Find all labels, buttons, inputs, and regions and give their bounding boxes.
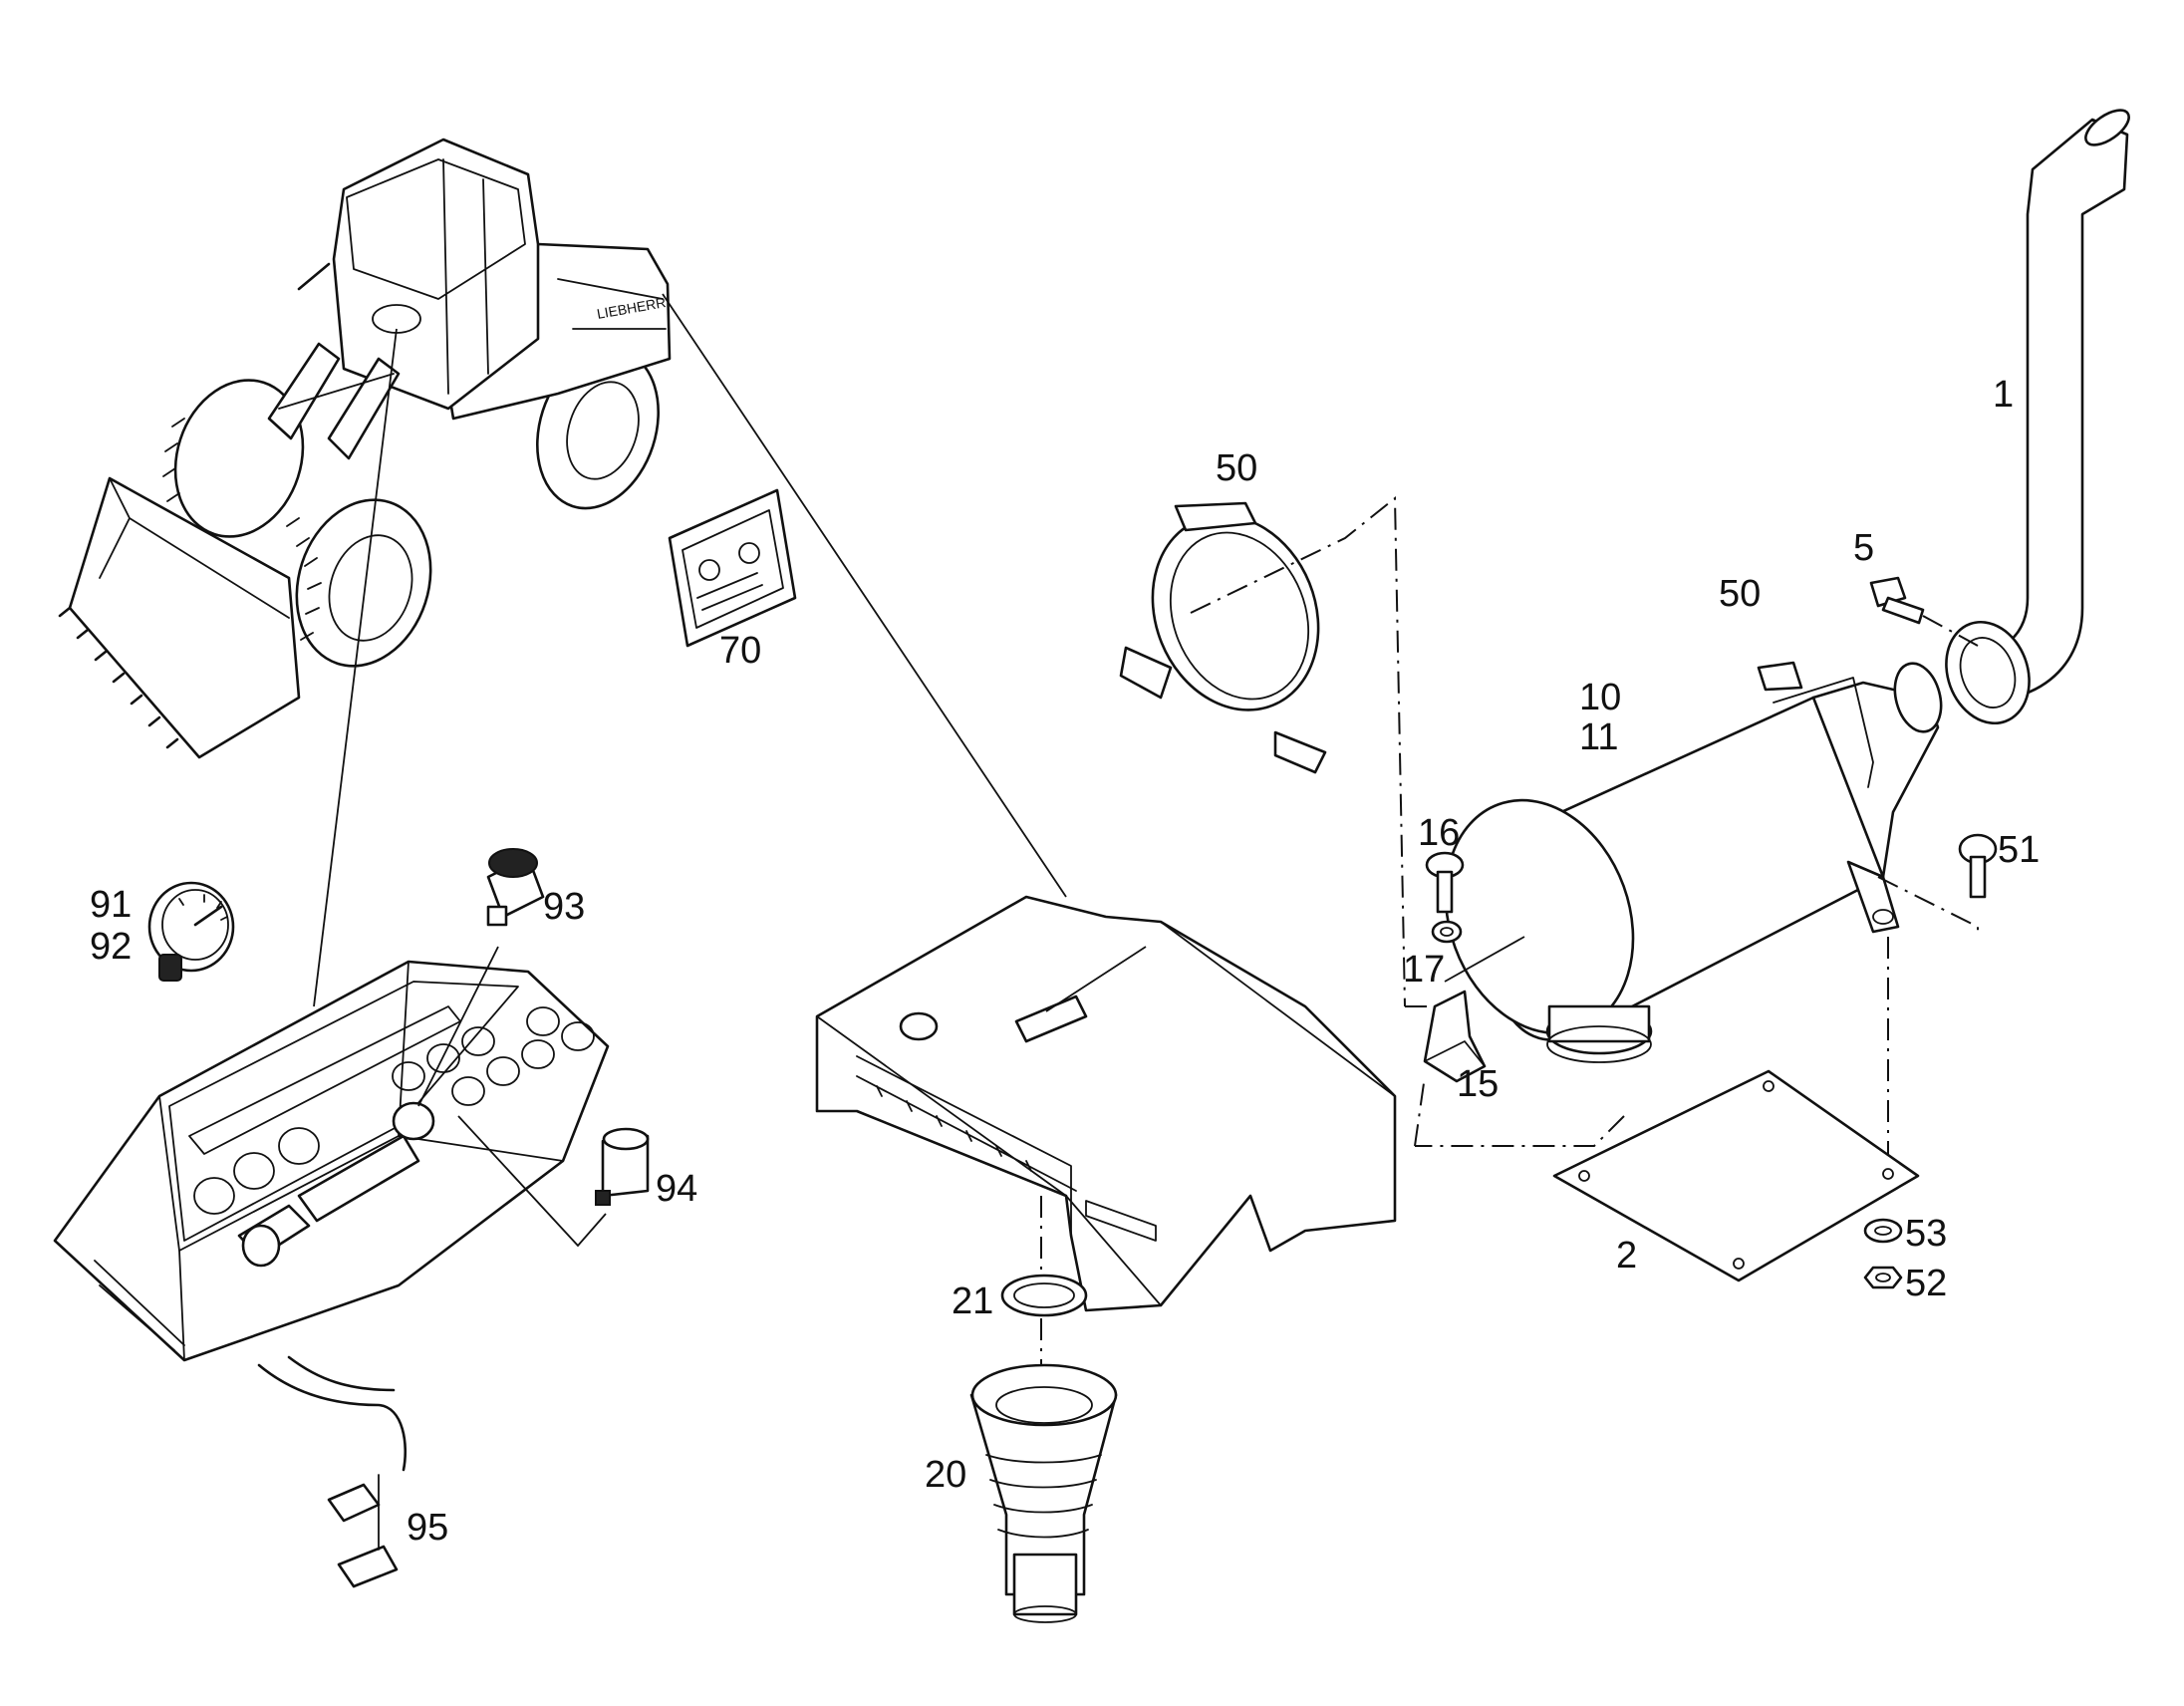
bolt-part-51 — [1958, 833, 1998, 899]
callout-2: 2 — [1616, 1235, 1637, 1277]
callout-16: 16 — [1418, 812, 1460, 854]
air-filter-part-10-11 — [1444, 661, 1943, 1063]
callout-93: 93 — [543, 886, 585, 928]
callout-94: 94 — [656, 1168, 697, 1210]
callout-11: 11 — [1579, 716, 1618, 758]
callout-10: 10 — [1579, 677, 1621, 718]
callout-95: 95 — [407, 1507, 448, 1549]
switch-part-94 — [595, 1127, 650, 1206]
callout-52: 52 — [1905, 1263, 1947, 1304]
switch-part-93 — [486, 848, 545, 927]
washer-part-53 — [1863, 1218, 1903, 1244]
callout-17: 17 — [1403, 949, 1445, 991]
callout-1: 1 — [1993, 374, 2014, 416]
exhaust-stack-part-1 — [1945, 109, 2130, 725]
callout-53: 53 — [1905, 1213, 1947, 1255]
callout-5: 5 — [1853, 527, 1874, 569]
callout-51: 51 — [1998, 829, 2040, 871]
dashboard-console — [53, 960, 610, 1588]
nut-part-52 — [1863, 1266, 1903, 1289]
callout-50-band: 50 — [1216, 447, 1257, 489]
mounting-plate-part-2 — [1552, 1069, 1920, 1282]
callout-91: 91 — [90, 884, 132, 926]
callout-15: 15 — [1457, 1063, 1499, 1105]
decal-part-70 — [668, 488, 797, 648]
hood-cover — [815, 895, 1397, 1312]
callout-92: 92 — [90, 926, 132, 968]
wheel-loader-illustration: LIEBHERR — [58, 138, 672, 759]
bracket-part-15 — [1423, 990, 1487, 1083]
seal-ring-part-21 — [1000, 1274, 1088, 1317]
screw-part-5 — [1869, 576, 1925, 625]
callout-50-filter: 50 — [1719, 573, 1761, 615]
mounting-band-part-50-upper — [1119, 501, 1327, 774]
callout-20: 20 — [925, 1454, 966, 1496]
gauge-part-91-92 — [147, 881, 235, 982]
callout-21: 21 — [952, 1280, 993, 1322]
intake-pipe-part-20 — [969, 1363, 1118, 1623]
bolt-part-16 — [1425, 851, 1465, 914]
callout-70: 70 — [719, 630, 761, 672]
washer-part-17 — [1431, 920, 1463, 944]
